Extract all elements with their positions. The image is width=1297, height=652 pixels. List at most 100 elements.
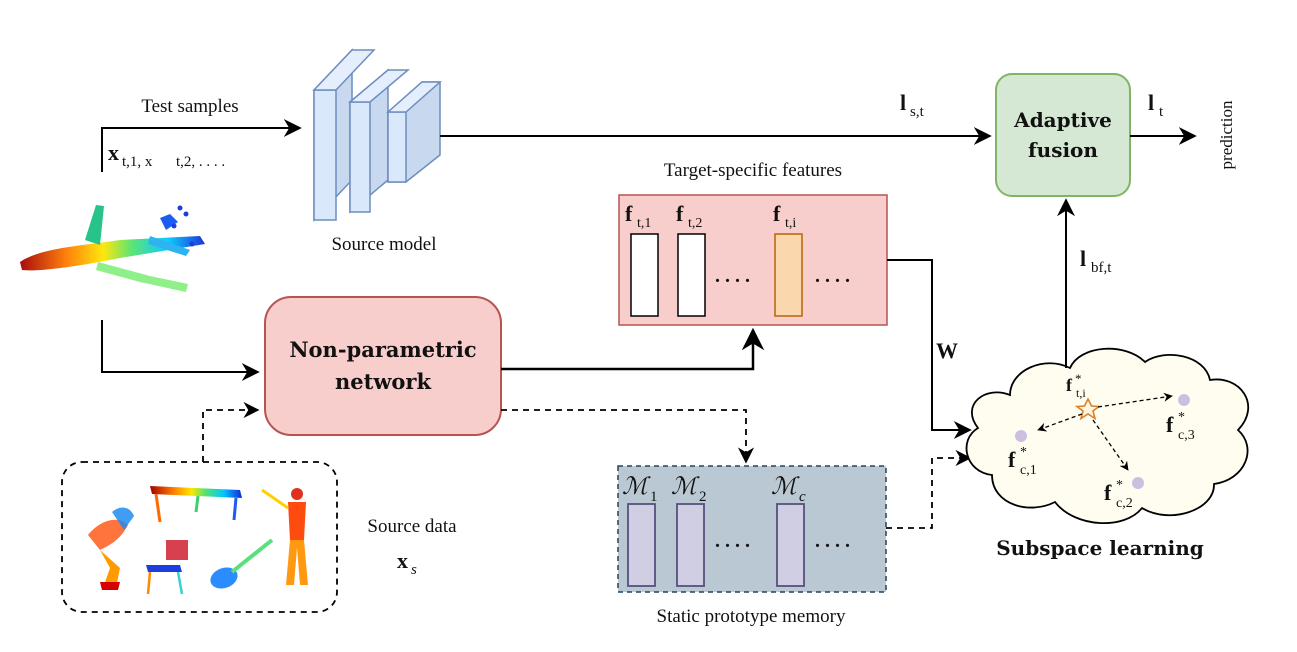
- xs-label: x s: [397, 548, 417, 578]
- prototype-label-2: f * c,2: [1104, 478, 1133, 511]
- feature-bar-2: [677, 233, 706, 317]
- svg-text:t,i: t,i: [785, 216, 796, 231]
- features-to-subspace-arrow: [887, 259, 972, 439]
- svg-text:t,i: t,i: [1076, 386, 1086, 400]
- source-data-point-clouds: [88, 486, 308, 595]
- svg-text:c,1: c,1: [1020, 463, 1037, 478]
- svg-text:l: l: [1080, 246, 1086, 271]
- target-features-title: Target-specific features: [664, 160, 842, 181]
- memory-dots-1: . . . .: [715, 530, 750, 552]
- target-feature-star-icon: [1074, 397, 1102, 421]
- svg-text:*: *: [1075, 371, 1082, 386]
- star-to-proto-1-arrow: [1037, 413, 1083, 432]
- prototype-dot-2: [1132, 477, 1144, 489]
- source-model-layer-3: [386, 81, 442, 183]
- svg-text:ℳ: ℳ: [622, 474, 651, 500]
- adaptive-fusion-line2: fusion: [1028, 138, 1098, 162]
- svg-text:*: *: [1178, 410, 1185, 425]
- svg-text:t,2: t,2: [688, 216, 702, 231]
- svg-text:2: 2: [699, 489, 707, 505]
- svg-text:f: f: [773, 201, 781, 226]
- star-label: f * t,i: [1066, 371, 1086, 400]
- lt-label: l t: [1148, 90, 1164, 120]
- source-data-box: [61, 461, 338, 613]
- feature-label-1: f t,1: [625, 201, 651, 231]
- svg-text:l: l: [900, 90, 906, 115]
- svg-text:c,3: c,3: [1178, 428, 1195, 443]
- test-samples-label: Test samples: [141, 96, 238, 117]
- subspace-cloud: [965, 347, 1250, 525]
- network-to-memory-arrow: [501, 409, 755, 464]
- feature-label-2: f t,2: [676, 201, 702, 231]
- svg-text:f: f: [1008, 447, 1016, 472]
- source-data-to-network-arrow: [202, 401, 260, 462]
- source-model-layer-1: [312, 48, 376, 222]
- nonparametric-network-box: [264, 296, 502, 436]
- svg-text:f: f: [625, 201, 633, 226]
- input-to-source-model-arrow: [101, 119, 302, 172]
- svg-text:bf,t: bf,t: [1091, 260, 1112, 276]
- svg-text:c: c: [799, 489, 806, 505]
- input-to-nonparametric-arrow: [101, 320, 260, 381]
- feature-dots-2: . . . .: [815, 265, 850, 287]
- memory-label-c: ℳ c: [771, 474, 806, 505]
- nonparametric-line2: network: [335, 369, 431, 394]
- memory-bar-1: [627, 503, 656, 587]
- star-to-proto-2-arrow: [1092, 419, 1129, 471]
- lbft-label: l bf,t: [1080, 246, 1112, 276]
- svg-text:f: f: [1166, 412, 1174, 437]
- svg-text:s: s: [411, 562, 417, 578]
- feature-label-i: f t,i: [773, 201, 796, 231]
- airplane-point-cloud: [20, 205, 205, 292]
- source-data-label: Source data: [367, 516, 457, 537]
- feature-dots-1: . . . .: [715, 265, 750, 287]
- svg-text:ℳ: ℳ: [671, 474, 700, 500]
- svg-text:f: f: [676, 201, 684, 226]
- prototype-dot-3: [1178, 394, 1190, 406]
- svg-text:t,1: t,1: [637, 216, 651, 231]
- static-memory-box: [617, 465, 887, 593]
- prototype-label-1: f * c,1: [1008, 445, 1037, 478]
- svg-text:f: f: [1104, 480, 1112, 505]
- memory-bar-2: [676, 503, 705, 587]
- adaptive-fusion-line1: Adaptive: [1013, 108, 1112, 132]
- svg-text:c,2: c,2: [1116, 496, 1133, 511]
- memory-to-subspace-arrow: [886, 449, 972, 529]
- svg-text:t,1, x: t,1, x: [122, 154, 153, 170]
- prototype-dot-1: [1015, 430, 1027, 442]
- prediction-label: prediction: [1217, 100, 1236, 169]
- source-model: [312, 48, 442, 222]
- svg-text:1: 1: [650, 489, 658, 505]
- svg-text:s,t: s,t: [910, 104, 925, 120]
- svg-text:f: f: [1066, 375, 1073, 395]
- svg-text:*: *: [1116, 478, 1123, 493]
- feature-bar-1: [630, 233, 659, 317]
- svg-text:ℳ: ℳ: [771, 474, 800, 500]
- target-features-box: [618, 194, 888, 326]
- star-to-proto-3-arrow: [1097, 392, 1173, 408]
- feature-bar-i: [774, 233, 803, 317]
- memory-label-2: ℳ 2: [671, 474, 707, 505]
- subspace-label: Subspace learning: [996, 536, 1204, 560]
- network-to-features-arrow: [501, 327, 765, 371]
- svg-text:t: t: [1159, 104, 1164, 120]
- source-model-label: Source model: [331, 234, 436, 255]
- W-label: W: [936, 338, 958, 363]
- nonparametric-line1: Non-parametric: [289, 337, 476, 362]
- lst-label: l s,t: [900, 90, 925, 120]
- adaptive-fusion-box: [995, 73, 1131, 197]
- source-model-layer-2: [347, 68, 411, 214]
- memory-bar-c: [776, 503, 805, 587]
- prototype-label-3: f * c,3: [1166, 410, 1195, 443]
- svg-text:t,2, . . . .: t,2, . . . .: [176, 154, 225, 170]
- memory-label-1: ℳ 1: [622, 474, 658, 505]
- memory-dots-2: . . . .: [815, 530, 850, 552]
- svg-text:x: x: [108, 140, 119, 165]
- svg-text:l: l: [1148, 90, 1154, 115]
- static-memory-label: Static prototype memory: [657, 606, 846, 627]
- svg-text:x: x: [397, 548, 408, 573]
- svg-text:*: *: [1020, 445, 1027, 460]
- test-samples-sequence: x t,1, x t,2, . . . .: [108, 140, 225, 170]
